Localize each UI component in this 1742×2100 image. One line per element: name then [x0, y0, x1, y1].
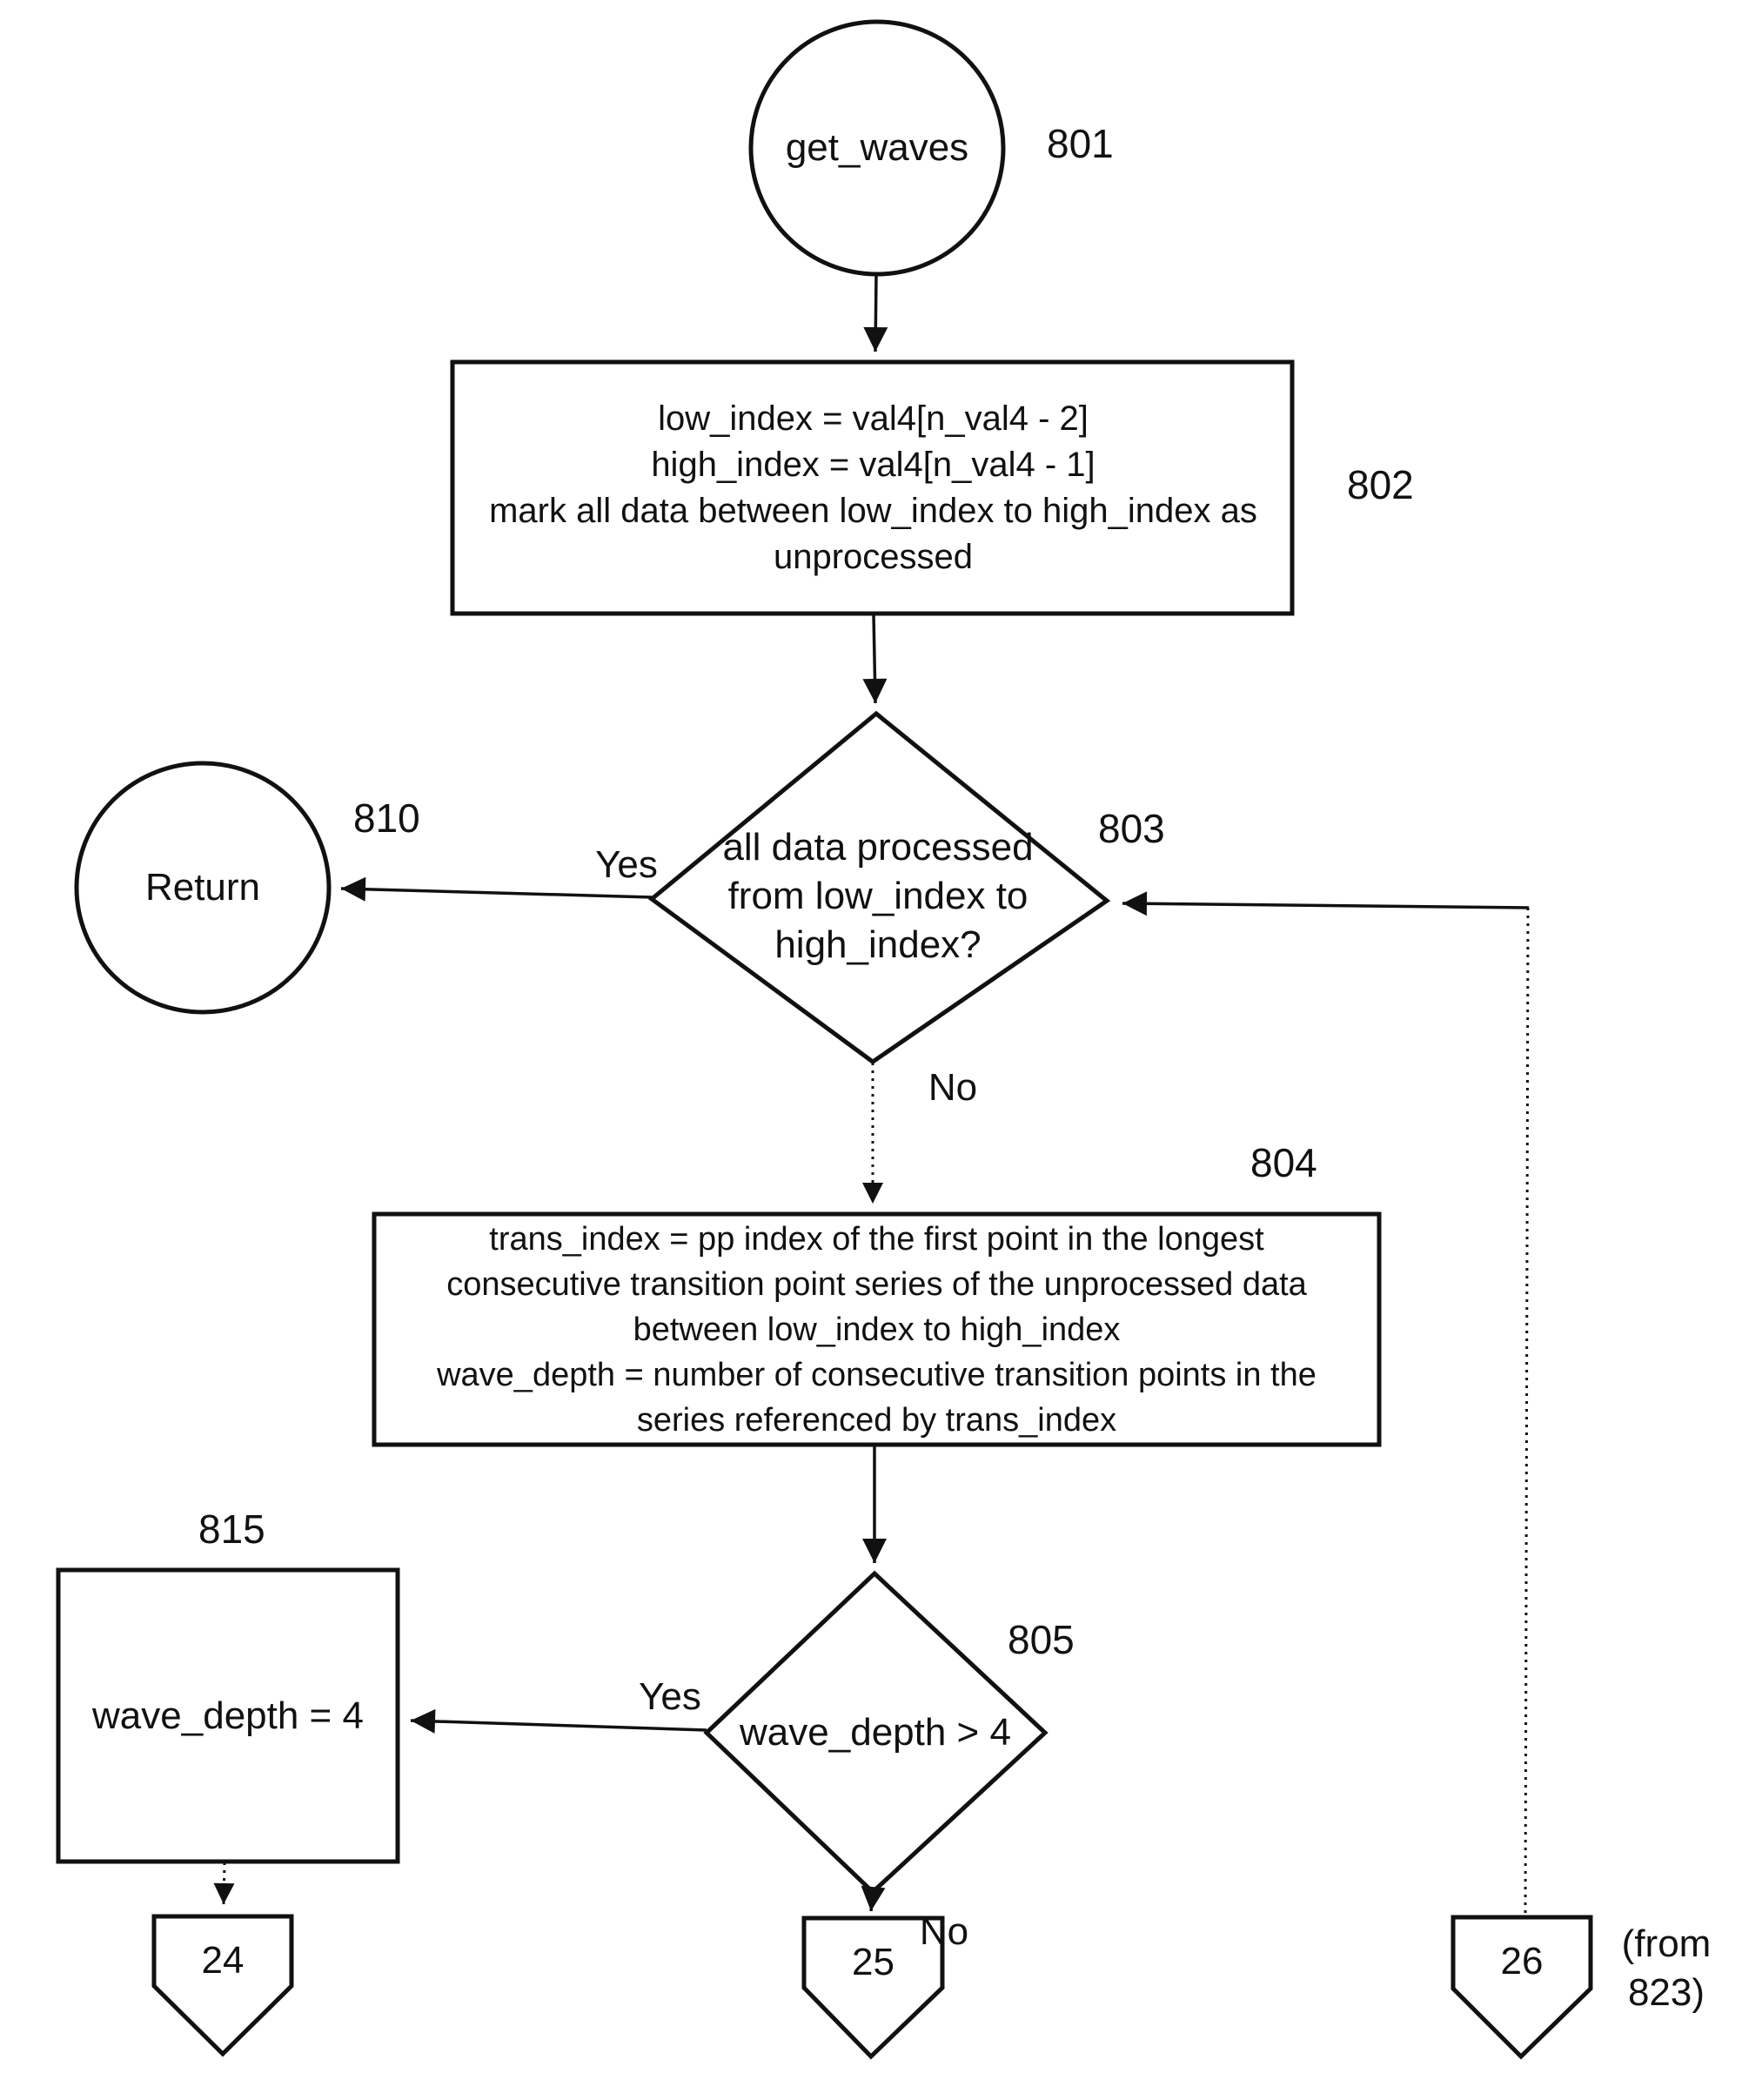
edge-802-to-803	[862, 614, 888, 704]
connector-26-text: 26	[1453, 1915, 1591, 2007]
terminal-circle-810	[74, 761, 332, 1015]
return-label: Return	[144, 866, 261, 909]
ref-801: 801	[1047, 121, 1114, 166]
decision-803-text: all data processed from low_index to hig…	[678, 788, 1078, 1005]
process-box-802	[450, 359, 1295, 616]
edge-803-yes-to-return	[340, 876, 653, 902]
edge-label-yes-805: Yes	[639, 1675, 701, 1718]
ref-803: 803	[1098, 806, 1165, 851]
process-box-804	[372, 1211, 1382, 1447]
edge-label-no-803: No	[928, 1066, 978, 1109]
return-node-text: Return	[77, 763, 329, 1012]
connector-26-label: 26	[1500, 1939, 1544, 1983]
process-802-line: mark all data between low_index to high_…	[489, 491, 1257, 530]
decision-diamond-805	[703, 1570, 1049, 1895]
decision-803-line: high_index?	[774, 923, 982, 966]
connector-25-text: 25	[804, 1916, 942, 2008]
process-box-815	[56, 1567, 400, 1864]
process-815-text: wave_depth = 4	[58, 1570, 398, 1862]
ref-804: 804	[1250, 1140, 1317, 1185]
edge-805-no-to-conn25	[861, 1885, 886, 1912]
edge-label-no-805: No	[919, 1910, 969, 1953]
edge-805-yes-to-815	[410, 1708, 707, 1734]
process-804-line: trans_index = pp index of the first poin…	[489, 1220, 1264, 1258]
decision-803-line: from low_index to	[727, 875, 1028, 917]
offpage-connector-25	[801, 1915, 945, 2060]
terminal-circle-801	[748, 19, 1006, 277]
offpage-connector-24	[151, 1914, 294, 2057]
decision-805-label: wave_depth > 4	[740, 1711, 1011, 1754]
process-802-text: low_index = val4[n_val4 - 2] high_index …	[454, 362, 1292, 614]
decision-diamond-803	[647, 710, 1111, 1065]
decision-805-text: wave_depth > 4	[714, 1649, 1037, 1816]
process-804-line: wave_depth = number of consecutive trans…	[437, 1356, 1317, 1393]
process-815-label: wave_depth = 4	[92, 1694, 364, 1737]
ref-815: 815	[198, 1506, 265, 1552]
edge-loop-horizontal-to-803	[1122, 891, 1530, 916]
start-label: get_waves	[785, 126, 969, 169]
connector-24-label: 24	[201, 1938, 245, 1982]
edge-start-to-802	[863, 274, 888, 352]
process-802-line: low_index = val4[n_val4 - 2]	[658, 399, 1089, 438]
ref-805: 805	[1008, 1617, 1075, 1662]
offpage-connector-26	[1451, 1915, 1593, 2060]
connector-24-text: 24	[154, 1915, 291, 2006]
connector-26-note-line: 823)	[1627, 1971, 1705, 2014]
edge-loop-vertical-from-conn26	[1524, 907, 1530, 1915]
ref-802: 802	[1347, 462, 1414, 507]
connector-26-note-line: (from	[1621, 1922, 1712, 1965]
process-804-line: between low_index to high_index	[633, 1311, 1121, 1348]
process-804-text: trans_index = pp index of the first poin…	[376, 1214, 1377, 1445]
process-804-line: series referenced by trans_index	[636, 1401, 1117, 1439]
connector-26-source-note: (from 823)	[1601, 1920, 1732, 2017]
connector-25-label: 25	[852, 1940, 894, 1983]
process-802-line: unprocessed	[773, 537, 974, 576]
process-802-line: high_index = val4[n_val4 - 1]	[651, 445, 1095, 484]
start-node-text: get_waves	[751, 22, 1003, 274]
process-804-line: consecutive transition point series of t…	[446, 1265, 1307, 1303]
edge-label-yes-803: Yes	[595, 843, 658, 886]
decision-803-line: all data processed	[722, 826, 1034, 869]
ref-810: 810	[353, 795, 420, 841]
